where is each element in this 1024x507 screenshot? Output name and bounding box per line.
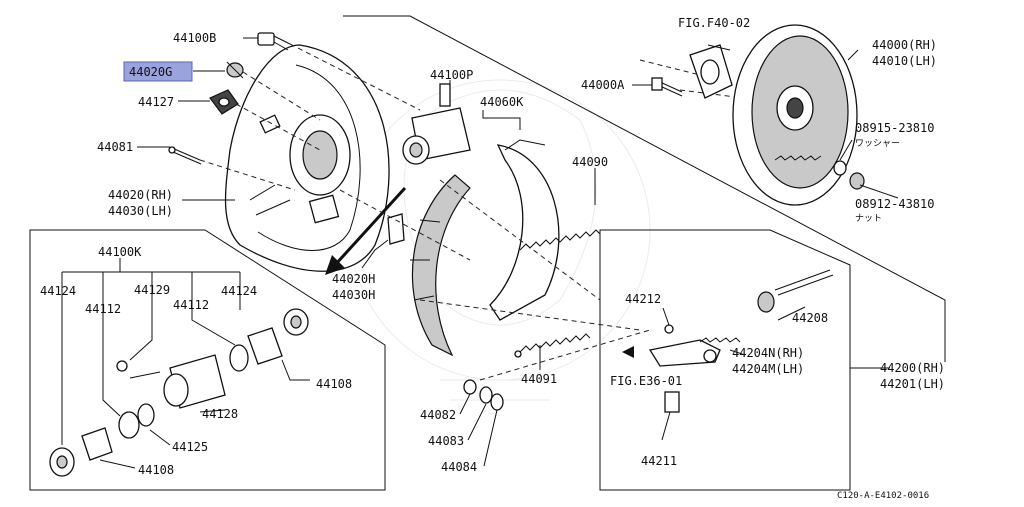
washer-08915 xyxy=(833,160,847,176)
label-44201-lh[interactable]: 44201(LH) xyxy=(880,377,945,391)
spring-44091 xyxy=(514,333,591,358)
direction-arrow xyxy=(325,186,407,275)
label-44030-lh[interactable]: 44030(LH) xyxy=(108,204,173,218)
label-44010-lh[interactable]: 44010(LH) xyxy=(872,54,937,68)
label-44081[interactable]: 44081 xyxy=(97,140,133,154)
label-44084[interactable]: 44084 xyxy=(441,460,477,474)
label-44112-a[interactable]: 44112 xyxy=(85,302,121,316)
parking-lever-parts xyxy=(622,269,834,413)
cylinder-kit-parts xyxy=(49,308,309,477)
label-44000A[interactable]: 44000A xyxy=(581,78,625,92)
label-44091[interactable]: 44091 xyxy=(521,372,557,386)
brake-shoe-front xyxy=(410,174,471,357)
bolt-44100B xyxy=(257,32,291,51)
nut-08912 xyxy=(849,172,865,190)
fig-e36-arrow xyxy=(622,346,634,358)
part-labels: 44100B 44020G 44127 44081 44020(RH) 4403… xyxy=(40,16,945,501)
label-44100P[interactable]: 44100P xyxy=(430,68,473,82)
label-44020-rh[interactable]: 44020(RH) xyxy=(108,188,173,202)
label-44211[interactable]: 44211 xyxy=(641,454,677,468)
brake-shoe-rear xyxy=(489,139,560,321)
label-44204N[interactable]: 44204N(RH) xyxy=(732,346,804,360)
label-44100B[interactable]: 44100B xyxy=(173,31,216,45)
label-44212[interactable]: 44212 xyxy=(625,292,661,306)
label-44000-rh[interactable]: 44000(RH) xyxy=(872,38,937,52)
label-nut-jp: ナット xyxy=(855,213,882,224)
pin-44081 xyxy=(168,146,202,165)
label-44060K[interactable]: 44060K xyxy=(480,95,524,109)
gasket-fig-f40 xyxy=(689,44,733,99)
drum-assembly xyxy=(732,24,858,206)
label-44112-b[interactable]: 44112 xyxy=(173,298,209,312)
frame-lines xyxy=(29,15,946,491)
spring-44090 xyxy=(519,229,601,251)
label-fig-e36[interactable]: FIG.E36-01 xyxy=(610,374,682,388)
wheel-cylinder-44100P xyxy=(402,83,471,165)
label-44124-b[interactable]: 44124 xyxy=(221,284,257,298)
label-44200-rh[interactable]: 44200(RH) xyxy=(880,361,945,375)
leader-lines xyxy=(61,37,899,469)
clip-44020H xyxy=(387,213,405,245)
label-washer-jp: ワッシャー xyxy=(855,139,900,149)
label-44090[interactable]: 44090 xyxy=(572,155,608,169)
label-44208[interactable]: 44208 xyxy=(792,311,828,325)
label-44204M[interactable]: 44204M(LH) xyxy=(732,362,804,376)
label-44125[interactable]: 44125 xyxy=(172,440,208,454)
label-44100K[interactable]: 44100K xyxy=(98,245,142,259)
label-44020G[interactable]: 44020G xyxy=(129,65,172,79)
label-44030H[interactable]: 44030H xyxy=(332,288,375,302)
label-08915[interactable]: 08915-23810 xyxy=(855,121,934,135)
highlight-box xyxy=(123,61,193,82)
label-08912[interactable]: 08912-43810 xyxy=(855,197,934,211)
label-44108-a[interactable]: 44108 xyxy=(316,377,352,391)
label-fig-f40[interactable]: FIG.F40-02 xyxy=(678,16,750,30)
label-44108-b[interactable]: 44108 xyxy=(138,463,174,477)
label-44020H[interactable]: 44020H xyxy=(332,272,375,286)
label-44127[interactable]: 44127 xyxy=(138,95,174,109)
label-44124-a[interactable]: 44124 xyxy=(40,284,76,298)
footer-code: C120-A-E4102-0016 xyxy=(837,491,929,501)
bolt-44000A xyxy=(651,77,683,97)
label-44083[interactable]: 44083 xyxy=(428,434,464,448)
backing-plate xyxy=(224,44,390,272)
bleeder-44020G xyxy=(226,61,244,79)
label-44082[interactable]: 44082 xyxy=(420,408,456,422)
label-44128[interactable]: 44128 xyxy=(202,407,238,421)
hardware-stack xyxy=(463,379,504,411)
plate-44127 xyxy=(209,89,239,115)
label-44129[interactable]: 44129 xyxy=(134,283,170,297)
